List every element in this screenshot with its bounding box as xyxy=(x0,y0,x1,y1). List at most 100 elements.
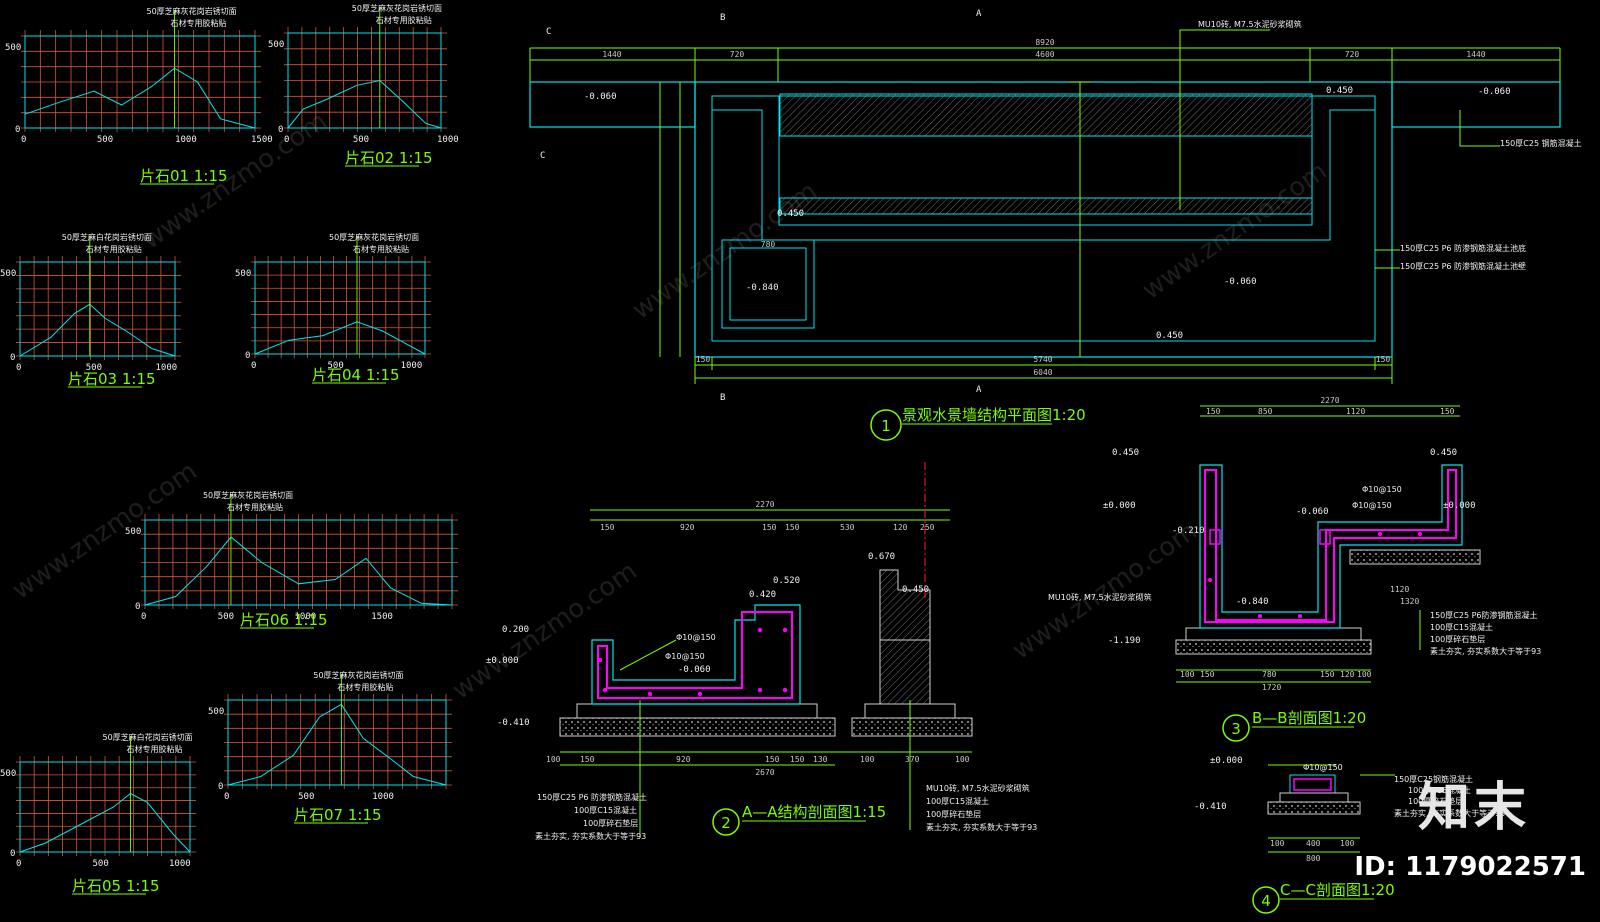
plan-top-dim: 720 xyxy=(730,50,745,59)
grid-frame xyxy=(19,761,191,853)
bb-dim: 1120 xyxy=(1390,585,1409,594)
aa-top-dim: 530 xyxy=(840,523,855,532)
aa-top-dim: 150 xyxy=(762,523,777,532)
cc-elev: ±0.000 xyxy=(1210,756,1243,766)
stone-note-adhesive: 石材专用胶粘贴 xyxy=(86,244,142,254)
stone-note-material: 50厚芝麻灰花岗岩锈切面 xyxy=(352,3,442,13)
aa-elev: 0.520 xyxy=(773,576,800,586)
axis-tick-x: 500 xyxy=(218,612,234,622)
axis-tick-x: 0 xyxy=(284,135,289,145)
aa-title: A—A结构剖面图1:15 xyxy=(742,803,886,821)
stone-note-material: 50厚芝麻灰花岗岩锈切面 xyxy=(329,232,419,242)
axis-tick-y0: 0 xyxy=(10,353,15,363)
aa-title-number: 2 xyxy=(721,814,731,832)
stone-outline xyxy=(254,321,426,355)
axis-tick-x: 1500 xyxy=(251,135,273,145)
axis-tick-x: 500 xyxy=(93,859,109,869)
plan-top-dim: 1440 xyxy=(1466,50,1485,59)
section-mark-b: B xyxy=(720,393,725,403)
section-mark-c: C xyxy=(546,27,551,37)
bb-note-mu: MU10砖, M7.5水泥砂浆砌筑 xyxy=(1048,592,1152,602)
bb-top-dim: 850 xyxy=(1258,407,1273,416)
aa-top-dim: 150 xyxy=(785,523,800,532)
axis-tick-x: 500 xyxy=(328,361,344,371)
bb-elev: ±0.000 xyxy=(1443,501,1476,511)
section-mark-a: A xyxy=(976,385,982,395)
axis-tick-x: 1500 xyxy=(371,612,393,622)
stone-outline xyxy=(287,79,442,129)
section-mark-b: B xyxy=(720,13,725,23)
plan-note-p6a: 150厚C25 P6 防渗钢筋混凝土池底 xyxy=(1400,243,1526,253)
grid-frame xyxy=(287,32,442,129)
section-bb: 2270 150 850 1120 150 0.450 ±0.000 -0.21… xyxy=(1048,396,1541,742)
cc-bottom-dim: 100 xyxy=(1270,839,1285,848)
aa-note-left: 150厚C25 P6 防渗钢筋混凝土 xyxy=(537,792,647,802)
bb-top-dim: 150 xyxy=(1440,407,1455,416)
axis-tick-y: 500 xyxy=(208,707,224,717)
bb-bottom-dim: 100 xyxy=(1180,670,1195,679)
axis-tick-x: 0 xyxy=(21,135,26,145)
bb-bottom-dim: 150 xyxy=(1200,670,1215,679)
stone-note-material: 50厚芝麻灰花岗岩锈切面 xyxy=(203,490,293,500)
bb-title: B—B剖面图1:20 xyxy=(1252,709,1366,727)
axis-tick-x: 0 xyxy=(16,859,21,869)
stone-profile-title: 片石02 1:15 xyxy=(345,149,433,167)
stone-profile-title: 片石06 1:15 xyxy=(240,611,328,629)
stone-note-material: 50厚芝麻白花岗岩锈切面 xyxy=(62,232,152,242)
plan-bottom-total: 6040 xyxy=(1033,368,1052,377)
axis-tick-y0: 0 xyxy=(278,125,283,135)
stone-note-adhesive: 石材专用胶粘贴 xyxy=(227,502,283,512)
plan-elev: 0.450 xyxy=(777,209,804,219)
plan-note-c25: 150厚C25 钢筋混凝土 xyxy=(1500,138,1582,148)
bb-elev: -0.060 xyxy=(1296,507,1329,517)
watermark-text: www.znzmo.com xyxy=(1007,516,1203,666)
plan-bottom-dim: 5740 xyxy=(1033,355,1052,364)
axis-tick-x: 500 xyxy=(353,135,369,145)
aa-elev: ±0.000 xyxy=(486,656,519,666)
plan-elev: -0.840 xyxy=(746,283,779,293)
plan-elev: -0.060 xyxy=(584,92,617,102)
stone-note-adhesive: 石材专用胶粘贴 xyxy=(376,15,432,25)
axis-tick-y0: 0 xyxy=(135,602,140,612)
plan-elev: 0.450 xyxy=(1326,86,1353,96)
bb-bottom-dim: 120 xyxy=(1340,670,1355,679)
axis-tick-y0: 0 xyxy=(218,782,223,792)
axis-tick-x: 1000 xyxy=(175,135,197,145)
stone-outline xyxy=(19,303,176,357)
aa-bottom-dim: 100 xyxy=(955,755,970,764)
cc-inner-dim: 400 xyxy=(1306,839,1321,848)
plan-elev: 0.450 xyxy=(1156,331,1183,341)
aa-top-dim: 920 xyxy=(680,523,695,532)
aa-note-right: 100厚C15混凝土 xyxy=(926,796,989,806)
axis-tick-x: 1000 xyxy=(372,792,394,802)
axis-tick-x: 1000 xyxy=(169,859,191,869)
cc-rebar: Φ10@150 xyxy=(1303,763,1343,772)
axis-tick-x: 0 xyxy=(224,792,229,802)
axis-tick-x: 1000 xyxy=(295,612,317,622)
bb-bottom-total: 1720 xyxy=(1262,683,1281,692)
axis-tick-y: 500 xyxy=(0,769,16,779)
axis-tick-x: 500 xyxy=(298,792,314,802)
aa-bottom-dim: 100 xyxy=(860,755,875,764)
watermark-layer: www.znzmo.com www.znzmo.com www.znzmo.co… xyxy=(7,106,1333,706)
aa-rebar-note: Φ10@150 xyxy=(665,652,705,661)
stone-note-adhesive: 石材专用胶粘贴 xyxy=(337,682,393,692)
stone-profile-title: 片石05 1:15 xyxy=(72,877,160,895)
section-mark-a: A xyxy=(976,9,982,19)
bb-top-total: 2270 xyxy=(1320,396,1339,405)
bb-bottom-dim: 100 xyxy=(1357,670,1372,679)
bb-top-dim: 150 xyxy=(1206,407,1221,416)
cc-note: 素土夯实, 夯实系数大于等于93 xyxy=(1394,808,1505,818)
aa-bottom-dim: 150 xyxy=(765,755,780,764)
stone-outline xyxy=(144,536,453,606)
aa-bottom-total: 2670 xyxy=(755,768,774,777)
brand-logo: 知末 xyxy=(1417,778,1530,838)
section-cc: Φ10@150 ±0.000 -0.410 150厚C25钢筋混凝土 100厚C… xyxy=(1194,756,1505,914)
watermark-text: www.znzmo.com xyxy=(447,556,643,706)
